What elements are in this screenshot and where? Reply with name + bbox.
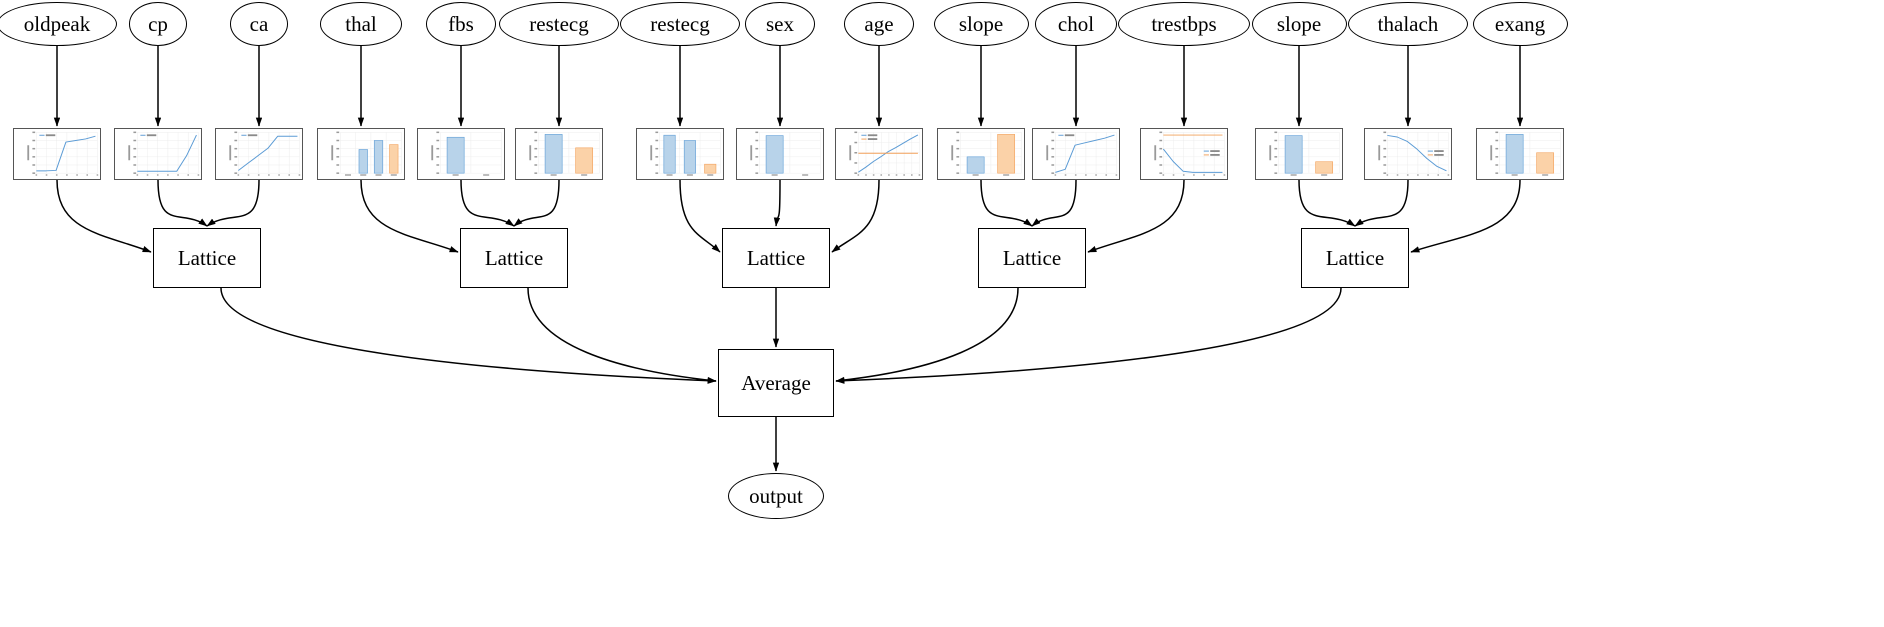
lattice-node-3[interactable]: Lattice: [978, 228, 1086, 288]
edge-plot-to-lattice-thalach-13: [1354, 179, 1409, 227]
output-node[interactable]: output: [728, 473, 824, 519]
calibrator-plot-oldpeak-0: [13, 128, 101, 180]
feature-node-cp-1[interactable]: cp: [128, 2, 188, 46]
feature-node-slope-12[interactable]: slope: [1251, 2, 1347, 46]
edge-plot-to-lattice-age-8: [831, 179, 880, 253]
feature-node-label: fbs: [448, 11, 474, 36]
feature-node-trestbps-11[interactable]: trestbps: [1118, 2, 1250, 46]
edge-lattice-to-average-1: [527, 287, 717, 384]
feature-node-exang-14[interactable]: exang: [1472, 2, 1568, 46]
feature-node-label: chol: [1057, 11, 1095, 36]
calibrator-plot-trestbps-11: [1140, 128, 1228, 180]
edge-plot-to-lattice-cp-1: [157, 179, 208, 227]
feature-node-restecg-6[interactable]: restecg: [620, 2, 740, 46]
edge-plot-to-lattice-slope-9: [980, 179, 1033, 227]
calibrator-plot-chol-10: [1032, 128, 1120, 180]
calibrator-plot-slope-9: [937, 128, 1025, 180]
calibrator-plot-ca-2: [215, 128, 303, 180]
feature-node-thal-3[interactable]: thal: [319, 2, 403, 46]
calibrator-plot-restecg-5: [515, 128, 603, 180]
lattice-node-0[interactable]: Lattice: [153, 228, 261, 288]
feature-node-label: slope: [1276, 11, 1322, 36]
lattice-node-label: Lattice: [1325, 245, 1385, 270]
average-label: Average: [741, 370, 811, 395]
edge-plot-to-lattice-chol-10: [1031, 179, 1077, 227]
feature-node-slope-9[interactable]: slope: [933, 2, 1029, 46]
output-label: output: [749, 483, 803, 508]
feature-node-sex-7[interactable]: sex: [744, 2, 816, 46]
feature-node-restecg-5[interactable]: restecg: [499, 2, 619, 46]
feature-node-oldpeak-0[interactable]: oldpeak: [0, 2, 117, 46]
average-node[interactable]: Average: [718, 349, 834, 417]
edge-plot-to-lattice-thal-3: [360, 179, 459, 253]
feature-node-label: thal: [345, 11, 377, 36]
edge-plot-to-lattice-restecg-5: [513, 179, 560, 227]
feature-node-label: sex: [765, 11, 794, 36]
edge-plot-to-lattice-restecg-6: [679, 179, 721, 253]
calibrator-plot-thal-3: [317, 128, 405, 180]
feature-node-thalach-13[interactable]: thalach: [1348, 2, 1468, 46]
calibrator-plot-restecg-6: [636, 128, 724, 180]
lattice-node-label: Lattice: [484, 245, 544, 270]
edge-plot-to-lattice-fbs-4: [460, 179, 515, 227]
feature-node-label: trestbps: [1151, 11, 1217, 36]
feature-node-label: restecg: [529, 11, 589, 36]
edge-plot-to-lattice-oldpeak-0: [56, 179, 152, 253]
feature-node-label: oldpeak: [23, 11, 91, 36]
lattice-node-label: Lattice: [746, 245, 806, 270]
feature-node-label: cp: [148, 11, 168, 36]
lattice-node-2[interactable]: Lattice: [722, 228, 830, 288]
edge-plot-to-lattice-slope-12: [1298, 179, 1356, 227]
calibrator-plot-thalach-13: [1364, 128, 1452, 180]
feature-node-label: age: [864, 11, 894, 36]
lattice-node-1[interactable]: Lattice: [460, 228, 568, 288]
feature-node-fbs-4[interactable]: fbs: [425, 2, 497, 46]
calibrator-plot-age-8: [835, 128, 923, 180]
lattice-node-label: Lattice: [1002, 245, 1062, 270]
feature-node-chol-10[interactable]: chol: [1034, 2, 1118, 46]
edge-plot-to-lattice-ca-2: [206, 179, 260, 227]
calibrator-plot-fbs-4: [417, 128, 505, 180]
feature-node-label: slope: [958, 11, 1004, 36]
edge-lattice-to-average-3: [835, 287, 1019, 384]
calibrator-plot-exang-14: [1476, 128, 1564, 180]
feature-node-label: restecg: [650, 11, 710, 36]
edge-plot-to-lattice-trestbps-11: [1087, 179, 1185, 253]
edge-plot-to-lattice-sex-7: [773, 179, 781, 227]
feature-node-ca-2[interactable]: ca: [229, 2, 289, 46]
feature-node-label: exang: [1494, 11, 1546, 36]
calibrator-plot-slope-12: [1255, 128, 1343, 180]
edge-lattice-to-average-0: [220, 287, 717, 384]
edge-plot-to-lattice-exang-14: [1410, 179, 1521, 253]
feature-node-age-8[interactable]: age: [843, 2, 915, 46]
lattice-node-4[interactable]: Lattice: [1301, 228, 1409, 288]
feature-node-label: ca: [249, 11, 269, 36]
lattice-node-label: Lattice: [177, 245, 237, 270]
edge-lattice-to-average-4: [835, 287, 1342, 384]
calibrator-plot-cp-1: [114, 128, 202, 180]
calibrator-plot-sex-7: [736, 128, 824, 180]
feature-node-label: thalach: [1377, 11, 1439, 36]
